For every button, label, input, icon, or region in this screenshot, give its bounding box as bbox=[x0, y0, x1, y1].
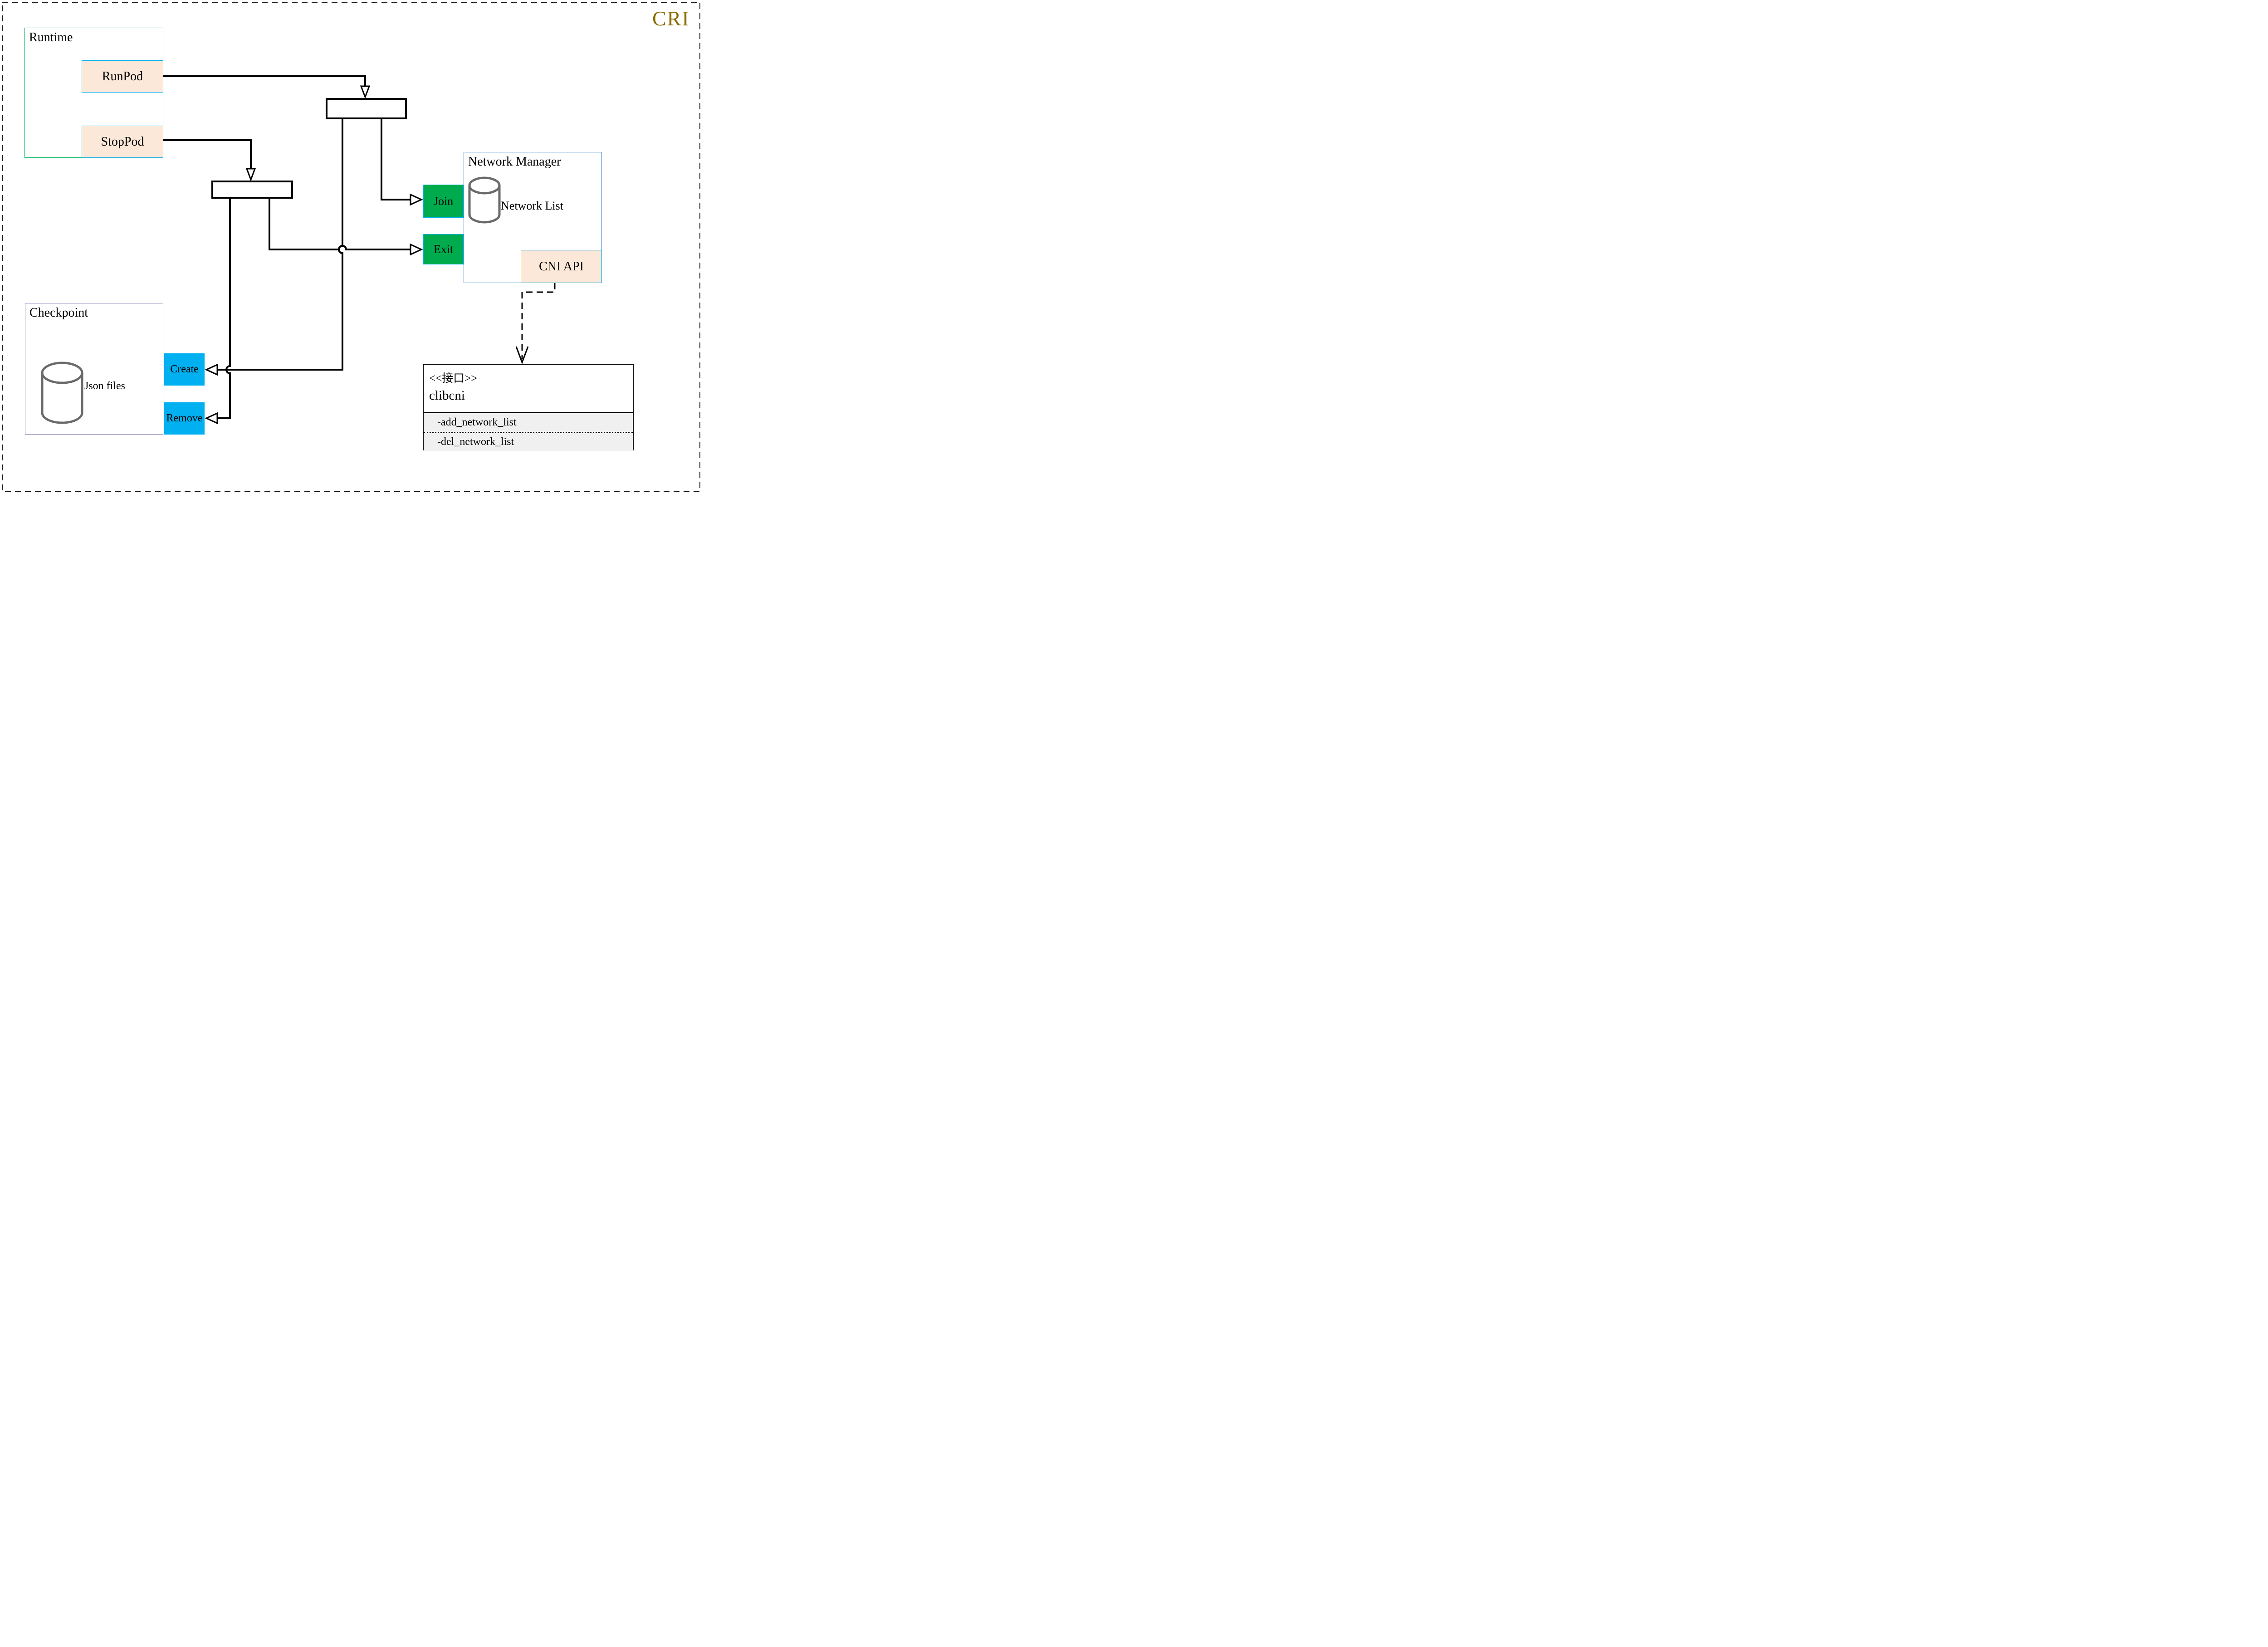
stoppod-label: StopPod bbox=[101, 134, 144, 149]
cni-api-label: CNI API bbox=[539, 259, 584, 274]
remove-label: Remove bbox=[166, 412, 203, 424]
run-process-box bbox=[326, 98, 407, 119]
stoppod-chip: StopPod bbox=[82, 126, 163, 158]
left-arrowhead-remove-icon bbox=[205, 412, 218, 425]
diagram-canvas: CRI Runtime RunPod StopPod Network Manag… bbox=[0, 0, 702, 494]
network-manager-title: Network Manager bbox=[468, 155, 561, 169]
stop-process-box bbox=[211, 181, 293, 199]
down-arrowhead-run-box-icon bbox=[360, 85, 371, 99]
connector-stop-box-to-remove bbox=[217, 199, 231, 419]
clibcni-interface-box: <<接口>> clibcni -add_network_list -del_ne… bbox=[423, 364, 634, 451]
interface-methods-section: -add_network_list -del_network_list bbox=[424, 412, 633, 451]
exit-label: Exit bbox=[433, 242, 454, 256]
runpod-label: RunPod bbox=[102, 69, 143, 83]
checkpoint-panel: Checkpoint bbox=[25, 303, 163, 435]
interface-name: clibcni bbox=[429, 388, 465, 403]
dashed-connector-cniapi-to-clibcni bbox=[521, 283, 556, 359]
connector-run-box-to-create bbox=[217, 119, 343, 371]
open-arrowhead-clibcni-icon bbox=[515, 346, 529, 365]
connector-stop-box-to-exit bbox=[269, 199, 411, 250]
connector-stoppod-to-stop-box bbox=[163, 139, 252, 169]
down-arrowhead-stop-box-icon bbox=[245, 168, 256, 182]
join-chip: Join bbox=[423, 185, 464, 218]
join-label: Join bbox=[433, 194, 454, 208]
network-list-label: Network List bbox=[501, 199, 563, 212]
interface-stereotype: <<接口>> bbox=[429, 372, 478, 385]
cni-api-chip: CNI API bbox=[521, 250, 602, 283]
exit-chip: Exit bbox=[423, 234, 464, 264]
create-label: Create bbox=[170, 363, 199, 375]
json-files-label: Json files bbox=[84, 380, 125, 392]
checkpoint-title: Checkpoint bbox=[29, 306, 88, 320]
remove-chip: Remove bbox=[164, 402, 205, 435]
method-del-network-list: -del_network_list bbox=[424, 432, 633, 450]
connector-run-box-to-join bbox=[381, 119, 411, 200]
connector-runpod-to-run-box bbox=[163, 75, 366, 86]
left-arrowhead-create-icon bbox=[205, 363, 218, 376]
method-add-network-list: -add_network_list bbox=[437, 416, 517, 428]
cri-title-label: CRI bbox=[652, 7, 690, 30]
runpod-chip: RunPod bbox=[82, 60, 163, 93]
runtime-title: Runtime bbox=[29, 30, 73, 44]
create-chip: Create bbox=[164, 353, 205, 386]
right-arrowhead-exit-icon bbox=[410, 243, 423, 256]
right-arrowhead-join-icon bbox=[410, 193, 423, 206]
